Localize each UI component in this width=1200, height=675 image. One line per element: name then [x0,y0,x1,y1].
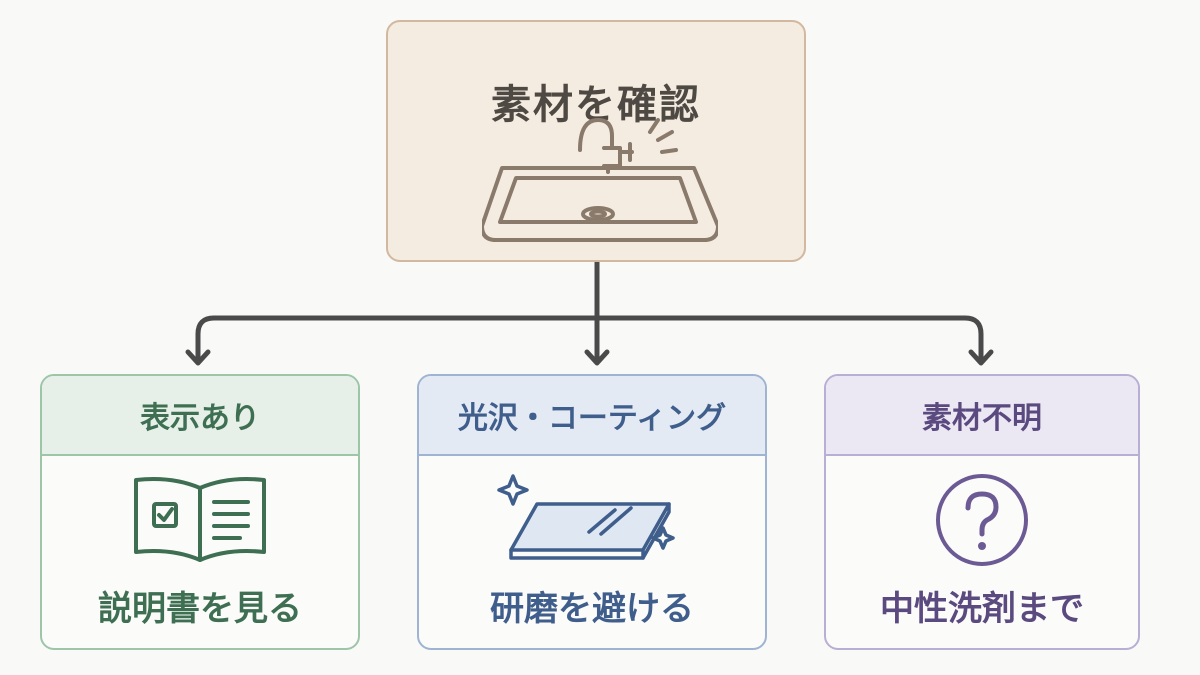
branch-card-labeled: 表示あり 説明書を見る [40,374,360,650]
arrowhead-left [185,349,211,366]
connector-branch-right [962,315,984,363]
arrowhead-center [584,349,610,366]
branch-card-unknown: 素材不明 中性洗剤まで [824,374,1140,650]
kitchen-sink-icon [480,114,720,258]
branch-label: 研磨を避ける [490,589,694,629]
branch-label: 中性洗剤まで [880,589,1084,629]
glossy-surface-icon [419,472,765,564]
manual-book-icon [42,472,358,564]
branch-card-glossy: 光沢・コーティング 研磨を避ける [417,374,767,650]
branch-header: 表示あり [42,376,358,456]
branch-header: 光沢・コーティング [419,376,765,456]
branch-header: 素材不明 [826,376,1138,456]
arrowhead-right [968,349,994,366]
connector-branch-left [195,315,217,363]
branch-label: 説明書を見る [98,589,302,629]
root-node: 素材を確認 [386,20,806,262]
question-mark-icon [826,472,1138,572]
